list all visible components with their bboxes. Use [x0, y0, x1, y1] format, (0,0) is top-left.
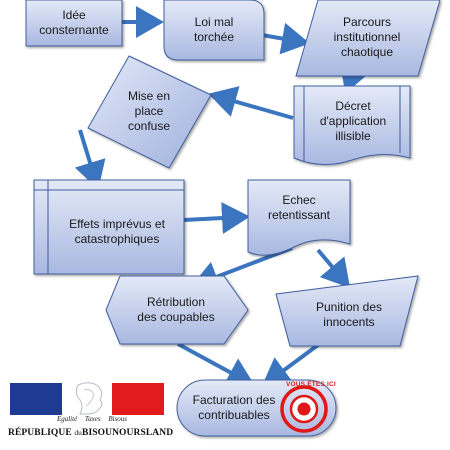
- stamp-text: VOUS ÊTES ICI: [286, 381, 336, 388]
- node-echec-retentissant[interactable]: [247, 179, 351, 256]
- logo-republic-b: du: [74, 428, 83, 437]
- logo-republic-name: RÉPUBLIQUE duBISOUNOURSLAND: [8, 428, 173, 438]
- logo-republic-c: BISOUNOURSLAND: [82, 428, 174, 438]
- republic-flag-logo: [10, 382, 164, 415]
- node-parcours-institutionnel[interactable]: [295, 0, 441, 77]
- arrow-7-9: [316, 248, 351, 289]
- arrow-2-3: [261, 22, 310, 55]
- node-effets-imprevus[interactable]: [33, 179, 185, 275]
- effets-storage-lines: [34, 180, 184, 274]
- node-idee-consternante[interactable]: [25, 0, 123, 47]
- logo-motto: Egalité Taxes Bisous: [56, 415, 128, 423]
- decret-side-bars: [303, 86, 401, 162]
- arrow-3-4: [339, 61, 370, 94]
- arrow-6-7: [183, 202, 250, 235]
- node-punition-innocents[interactable]: [275, 275, 419, 347]
- arrow-8-10: [177, 342, 256, 387]
- node-mise-en-place[interactable]: [87, 55, 212, 169]
- node-facturation-contribuables[interactable]: [176, 379, 337, 437]
- arrow-9-10: [261, 343, 320, 387]
- arrow-4-5: [208, 86, 294, 120]
- you-are-here-target: [280, 385, 328, 433]
- arrow-5-6: [74, 129, 106, 190]
- node-retribution-coupables[interactable]: [105, 275, 249, 345]
- node-decret-application[interactable]: [293, 85, 411, 165]
- node-loi-mal-torchee[interactable]: [163, 0, 265, 61]
- logo-republic-a: RÉPUBLIQUE: [8, 428, 72, 438]
